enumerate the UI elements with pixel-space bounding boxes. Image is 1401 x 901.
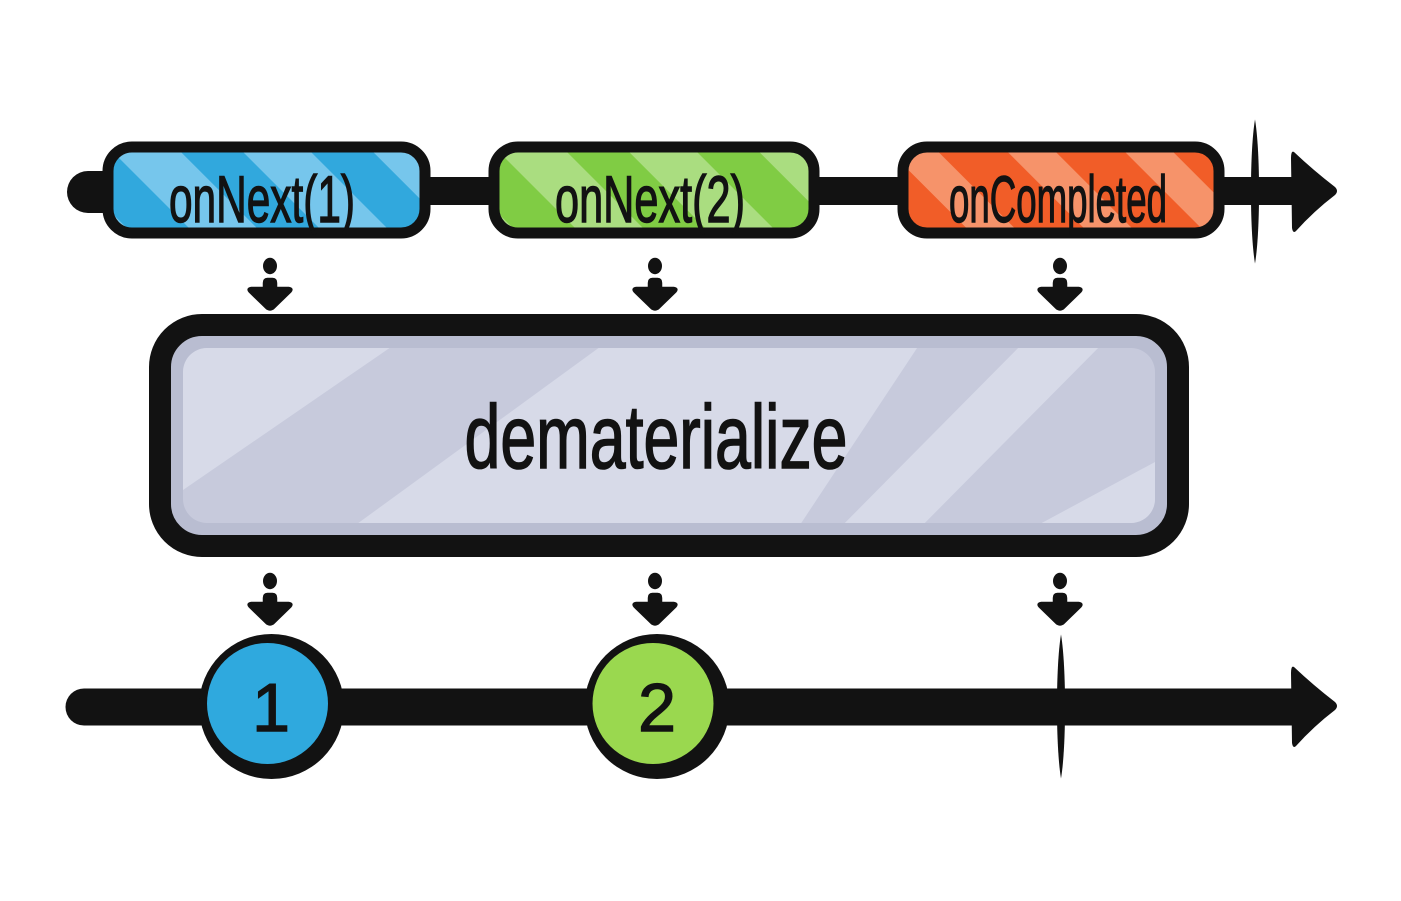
svg-text:onNext(1): onNext(1)	[169, 162, 355, 236]
svg-text:2: 2	[638, 670, 676, 746]
svg-text:onCompleted: onCompleted	[949, 162, 1167, 236]
svg-text:dematerialize: dematerialize	[465, 388, 848, 488]
svg-text:onNext(2): onNext(2)	[555, 162, 745, 236]
svg-text:1: 1	[252, 670, 290, 746]
